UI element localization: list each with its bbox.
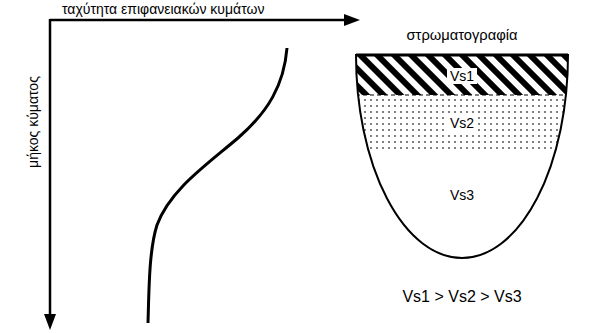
axis-label: μήκος κύματος	[26, 76, 40, 168]
soil-layer: Vs1	[396, 57, 528, 95]
velocity-label: Vs2	[447, 115, 477, 131]
dispersion-curve	[148, 48, 287, 323]
ground-surface	[356, 54, 568, 57]
dotted-layer	[356, 95, 568, 150]
velocity-axis	[50, 19, 348, 22]
profile-outline	[356, 55, 568, 258]
section-heading: στρωματογραφία	[356, 27, 568, 44]
velocity-relation: Vs1 > Vs2 > Vs3	[402, 289, 521, 305]
velocity-label: Vs3	[447, 187, 477, 203]
stratigraphy-profile: στρωματογραφίαVs1Vs2Vs3	[356, 55, 568, 258]
axis-arrowhead	[44, 314, 56, 330]
profile-border	[356, 55, 568, 258]
hatched-layer	[356, 55, 568, 95]
velocity-label: Vs1	[447, 68, 477, 84]
soil-layer: Vs3	[396, 155, 528, 235]
axis-arrowhead	[344, 14, 360, 26]
axis-label: ταχύτητα επιφανειακών κυμάτων	[62, 2, 264, 16]
wavelength-axis	[49, 19, 52, 318]
layer-boundary	[356, 95, 568, 96]
soil-layer: Vs2	[396, 97, 528, 149]
